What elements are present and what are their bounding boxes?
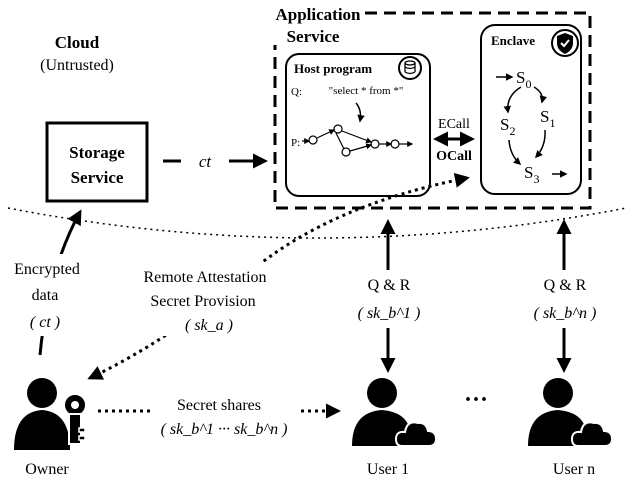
user1-qr-line2: ( sk_b^1 ) — [358, 305, 421, 322]
host-program-title: Host program — [294, 61, 372, 76]
ocall-label: OCall — [436, 149, 472, 164]
enclave-title: Enclave — [491, 33, 535, 48]
cloud-subtitle: (Untrusted) — [40, 57, 114, 74]
storage-service-line1: Storage — [69, 143, 125, 162]
secret-shares-line2: ( sk_b^1 ··· sk_b^n ) — [161, 421, 288, 438]
attestation-line3: ( sk_a ) — [185, 317, 233, 334]
users-ellipsis: ··· — [464, 387, 488, 413]
secret-shares-line1: Secret shares — [177, 397, 261, 414]
database-gear-icon — [398, 56, 422, 80]
usern-qr-line2: ( sk_b^n ) — [534, 305, 597, 322]
program-graph — [302, 124, 414, 157]
secret-shares-mask — [150, 392, 300, 438]
app-service-line2: Service — [287, 27, 340, 46]
ecall-label: ECall — [438, 117, 470, 132]
app-service-line1: Application — [275, 5, 361, 24]
state-s1: S1 — [540, 107, 555, 130]
storage-service-line2: Service — [71, 168, 124, 187]
state-s2: S2 — [500, 115, 515, 138]
state-s0: S0 — [516, 68, 531, 91]
encrypted-data-line2: data — [32, 287, 59, 304]
storage-service-box — [45, 121, 149, 203]
query-text: "select * from *" — [329, 85, 404, 97]
usern-qr-line1: Q & R — [544, 277, 587, 294]
query-arrow — [355, 102, 365, 123]
attestation-mask — [126, 262, 292, 336]
encrypted-data-line1: Encrypted — [14, 261, 80, 278]
ct-label: ct — [199, 152, 213, 171]
attestation-line2: Secret Provision — [150, 293, 255, 310]
owner-label: Owner — [25, 461, 69, 478]
usern-qr-mask — [531, 270, 597, 328]
owner-key-icon — [14, 378, 87, 450]
shield-check-icon — [551, 29, 579, 57]
cloud-title: Cloud — [55, 33, 100, 52]
user-cloud-icon — [528, 378, 614, 447]
user1-qr-mask — [355, 270, 421, 328]
state-machine: S0 S1 S2 S3 — [496, 68, 568, 186]
encrypted-data-line3: ( ct ) — [30, 314, 60, 331]
encrypted-data-mask — [6, 254, 78, 336]
usern-label: User n — [553, 461, 595, 478]
user-cloud-icon — [352, 378, 438, 447]
program-p-label: P: — [291, 137, 300, 149]
attestation-line1: Remote Attestation — [143, 269, 266, 286]
enclave-box — [480, 24, 582, 195]
state-s3: S3 — [524, 163, 539, 186]
query-q-label: Q: — [291, 86, 302, 98]
user1-label: User 1 — [367, 461, 409, 478]
application-service-box — [273, 11, 592, 210]
user1-qr-line1: Q & R — [368, 277, 411, 294]
trust-boundary — [7, 207, 627, 239]
